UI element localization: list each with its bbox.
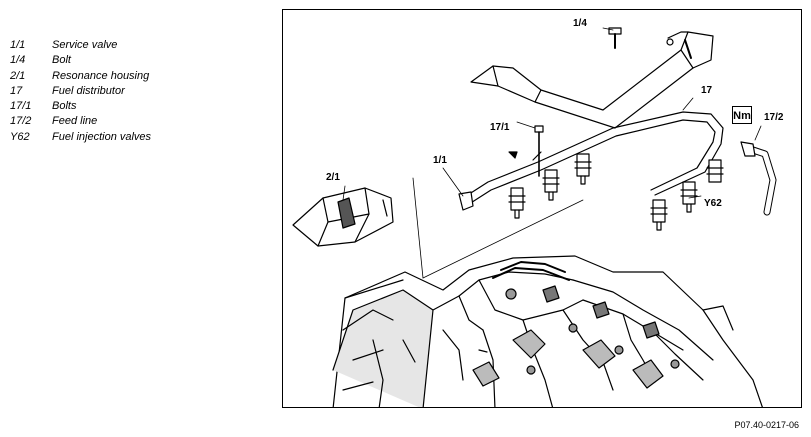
callout-1-1: 1/1: [433, 155, 447, 166]
legend-code: 2/1: [10, 69, 26, 82]
legend-code: 1/1: [10, 39, 26, 51]
callout-2-1: 2/1: [326, 172, 340, 183]
diagram-frame: 1/4 17 Nm 17/2 17/1 1/1 2/1 Y62: [282, 9, 802, 408]
legend-code: 17/1: [10, 100, 32, 113]
fuel-injectors: [508, 153, 724, 231]
legend-code: 1/4: [10, 54, 26, 67]
legend-code: Y62: [10, 130, 30, 143]
legend: 1/1 Service valve 1/4 Bolt 2/1 Resonance…: [10, 38, 151, 145]
bolt-1-4: [608, 27, 622, 49]
torque-nm-box: Nm: [732, 106, 752, 124]
legend-item: 17/1 Bolts: [10, 99, 151, 114]
legend-desc: Fuel distributor: [52, 84, 125, 97]
legend-item: 17/2 Feed line: [10, 114, 151, 129]
legend-desc: Bolt: [52, 54, 71, 67]
legend-desc: Fuel injection valves: [52, 130, 152, 143]
legend-item: 1/4 Bolt: [10, 53, 151, 68]
callout-y62: Y62: [704, 198, 722, 209]
legend-desc: Feed line: [52, 115, 98, 128]
legend-item: 1/1 Service valve: [10, 38, 151, 53]
callout-17-1: 17/1: [490, 122, 510, 133]
leader-lines: [342, 27, 762, 279]
callout-17: 17: [701, 85, 713, 96]
fuel-distributor: [458, 111, 724, 211]
reference-number: P07.40-0217-06: [734, 420, 799, 430]
callout-1-4: 1/4: [573, 18, 587, 29]
legend-desc: Resonance housing: [52, 69, 150, 82]
engine-cover: [470, 31, 714, 129]
legend-item: Y62 Fuel injection valves: [10, 130, 151, 145]
callout-17-2: 17/2: [764, 112, 784, 123]
legend-desc: Service valve: [52, 39, 118, 51]
legend-item: 17 Fuel distributor: [10, 84, 151, 99]
technical-drawing: [292, 27, 777, 407]
engine-assembly: [332, 255, 763, 407]
feed-line: [740, 141, 777, 216]
legend-desc: Bolts: [52, 100, 77, 113]
legend-item: 2/1 Resonance housing: [10, 69, 151, 84]
resonance-housing: [292, 187, 394, 247]
legend-code: 17: [10, 84, 23, 97]
bolts-17-1: [508, 125, 544, 177]
legend-code: 17/2: [10, 115, 32, 128]
